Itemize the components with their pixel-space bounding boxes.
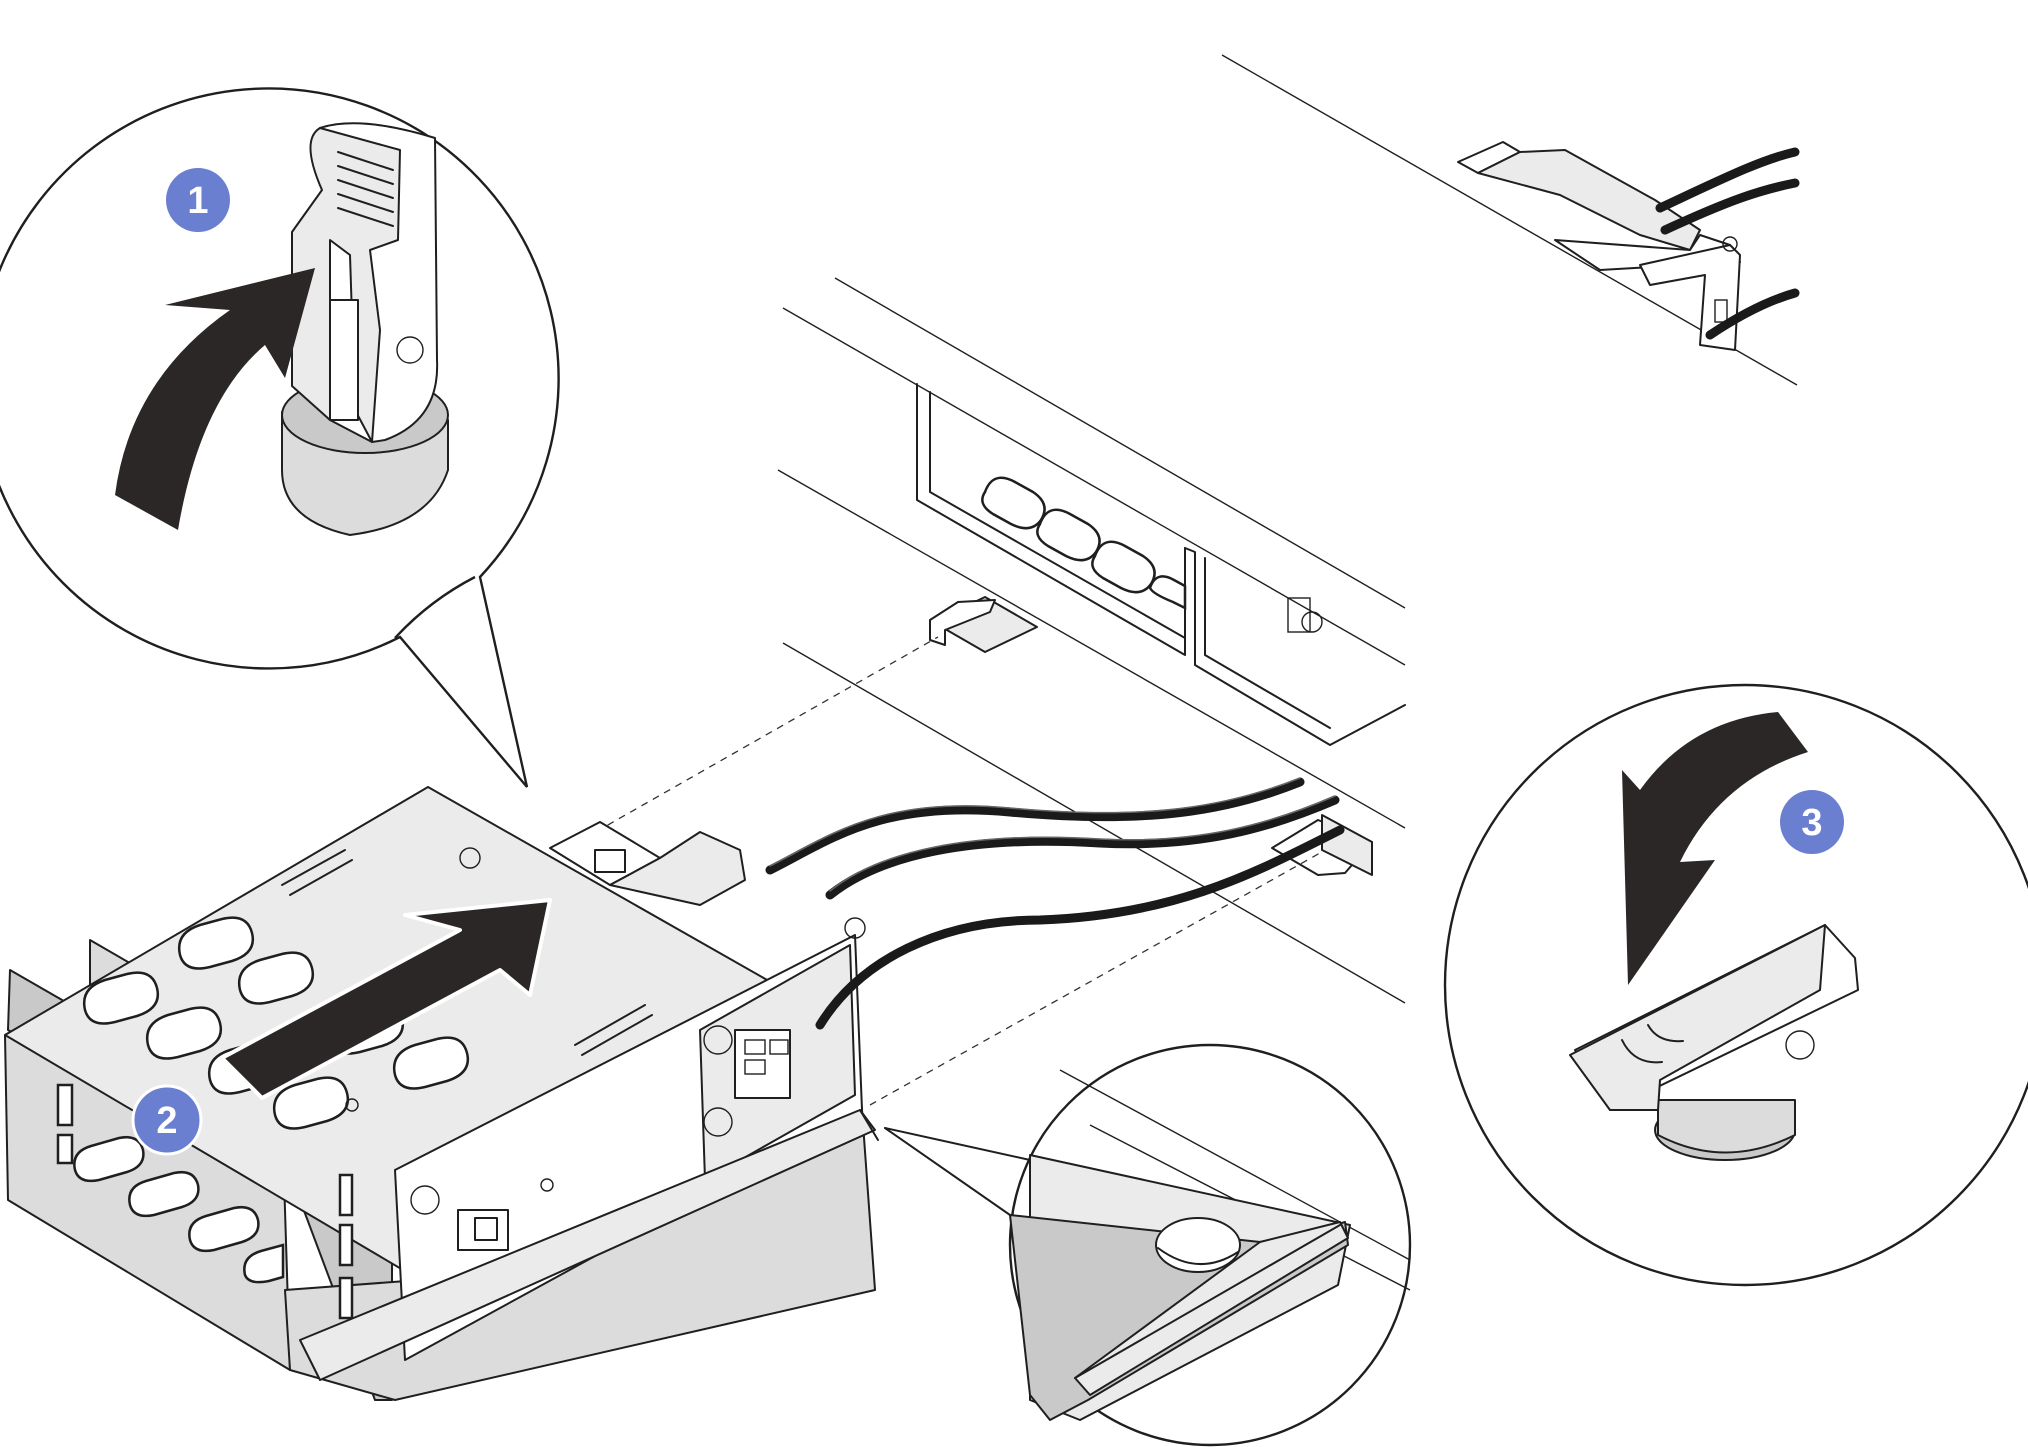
step-3-number: 3	[1801, 802, 1822, 844]
rail-pin-detail	[1009, 1069, 1411, 1421]
callout-step3: 3	[1443, 683, 2028, 1287]
callout-step1: 1	[0, 87, 560, 788]
step-3-badge: 3	[1780, 790, 1844, 854]
rotate-down-arrow-icon	[1622, 712, 1808, 985]
release-latch-handle	[281, 122, 449, 536]
drive-cage	[4, 786, 879, 1401]
cables	[765, 777, 1345, 1030]
callout-detail	[884, 1043, 1412, 1447]
step-1-badge: 1	[166, 168, 230, 232]
rotate-up-arrow-icon	[115, 268, 315, 530]
step-2-number: 2	[156, 1100, 177, 1142]
server-chassis	[777, 54, 1800, 1004]
slide-in-arrow-icon	[220, 898, 552, 1100]
chassis-rail-tab	[929, 596, 1373, 876]
chassis-connector	[1457, 141, 1800, 351]
alignment-guides	[584, 636, 1321, 1106]
step-1-number: 1	[187, 180, 208, 222]
latch-closed	[1569, 924, 1859, 1161]
chassis-cage	[916, 383, 1406, 746]
step-2-badge: 2	[131, 1084, 203, 1156]
